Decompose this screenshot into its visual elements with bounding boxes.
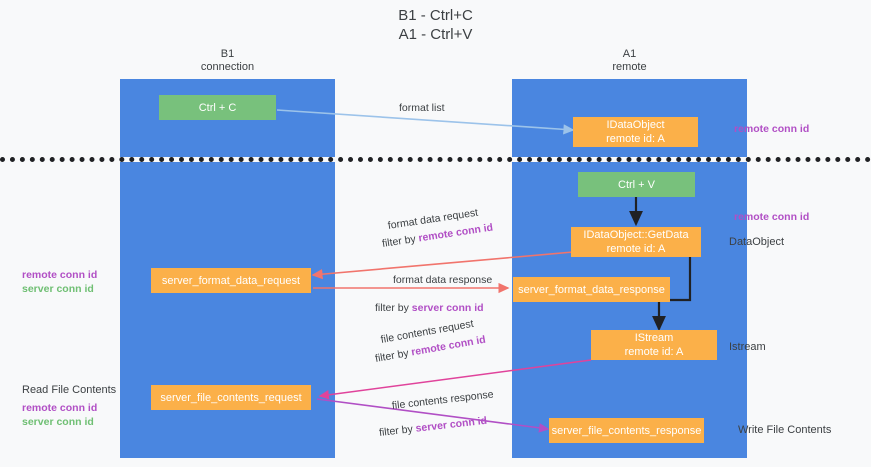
side-label-read-file-contents: Read File Contents — [22, 384, 117, 396]
lane-a1-bottom — [512, 162, 747, 458]
side-label-dataobject: DataObject — [729, 236, 785, 248]
edge-label-file-contents-response-filter: filter by server conn id — [378, 411, 488, 441]
filter-prefix: filter by — [381, 232, 420, 250]
node-server-file-contents-request[interactable]: server_file_contents_request — [151, 385, 311, 410]
filter-prefix: filter by — [375, 302, 412, 314]
side-label-istream: Istream — [729, 341, 766, 353]
filter-prefix: filter by — [378, 422, 417, 439]
page-title: B1 - Ctrl+C A1 - Ctrl+V — [398, 7, 473, 43]
side-label-remote-conn-id-left-2: remote conn id — [22, 402, 98, 414]
side-label-remote-conn-id-left: remote conn id — [22, 269, 98, 281]
node-istream[interactable]: IStream remote id: A — [591, 330, 717, 360]
node-idataobject-getdata[interactable]: IDataObject::GetData remote id: A — [571, 227, 701, 257]
filter-key-server-conn-id: server conn id — [414, 414, 488, 435]
node-server-format-data-response[interactable]: server_format_data_response — [513, 277, 670, 302]
side-label-remote-conn-id-top: remote conn id — [734, 123, 810, 135]
side-label-remote-conn-id-mid: remote conn id — [734, 211, 810, 223]
node-server-file-contents-response[interactable]: server_file_contents_response — [549, 418, 704, 443]
column-header-a1: A1 remote — [612, 48, 647, 73]
filter-key-server-conn-id: server conn id — [411, 302, 484, 314]
node-ctrl-v[interactable]: Ctrl + V — [578, 172, 695, 197]
edge-label-format-data-response-filter: filter by server conn id — [375, 298, 484, 316]
side-label-write-file-contents: Write File Contents — [738, 424, 832, 436]
filter-prefix: filter by — [374, 346, 413, 365]
side-label-server-conn-id-left-2: server conn id — [22, 416, 94, 428]
node-server-format-data-request[interactable]: server_format_data_request — [151, 268, 311, 293]
edge-label-file-contents-response: file contents response — [391, 388, 495, 412]
node-idataobject[interactable]: IDataObject remote id: A — [573, 117, 698, 147]
column-header-b1: B1 connection — [200, 48, 255, 73]
edge-label-format-list: format list — [399, 102, 445, 114]
side-label-server-conn-id-left: server conn id — [22, 283, 94, 295]
phase-separator — [0, 157, 871, 162]
node-ctrl-c[interactable]: Ctrl + C — [159, 95, 276, 120]
edge-label-format-data-response: format data response — [393, 274, 493, 286]
lane-b1-bottom — [120, 162, 335, 458]
